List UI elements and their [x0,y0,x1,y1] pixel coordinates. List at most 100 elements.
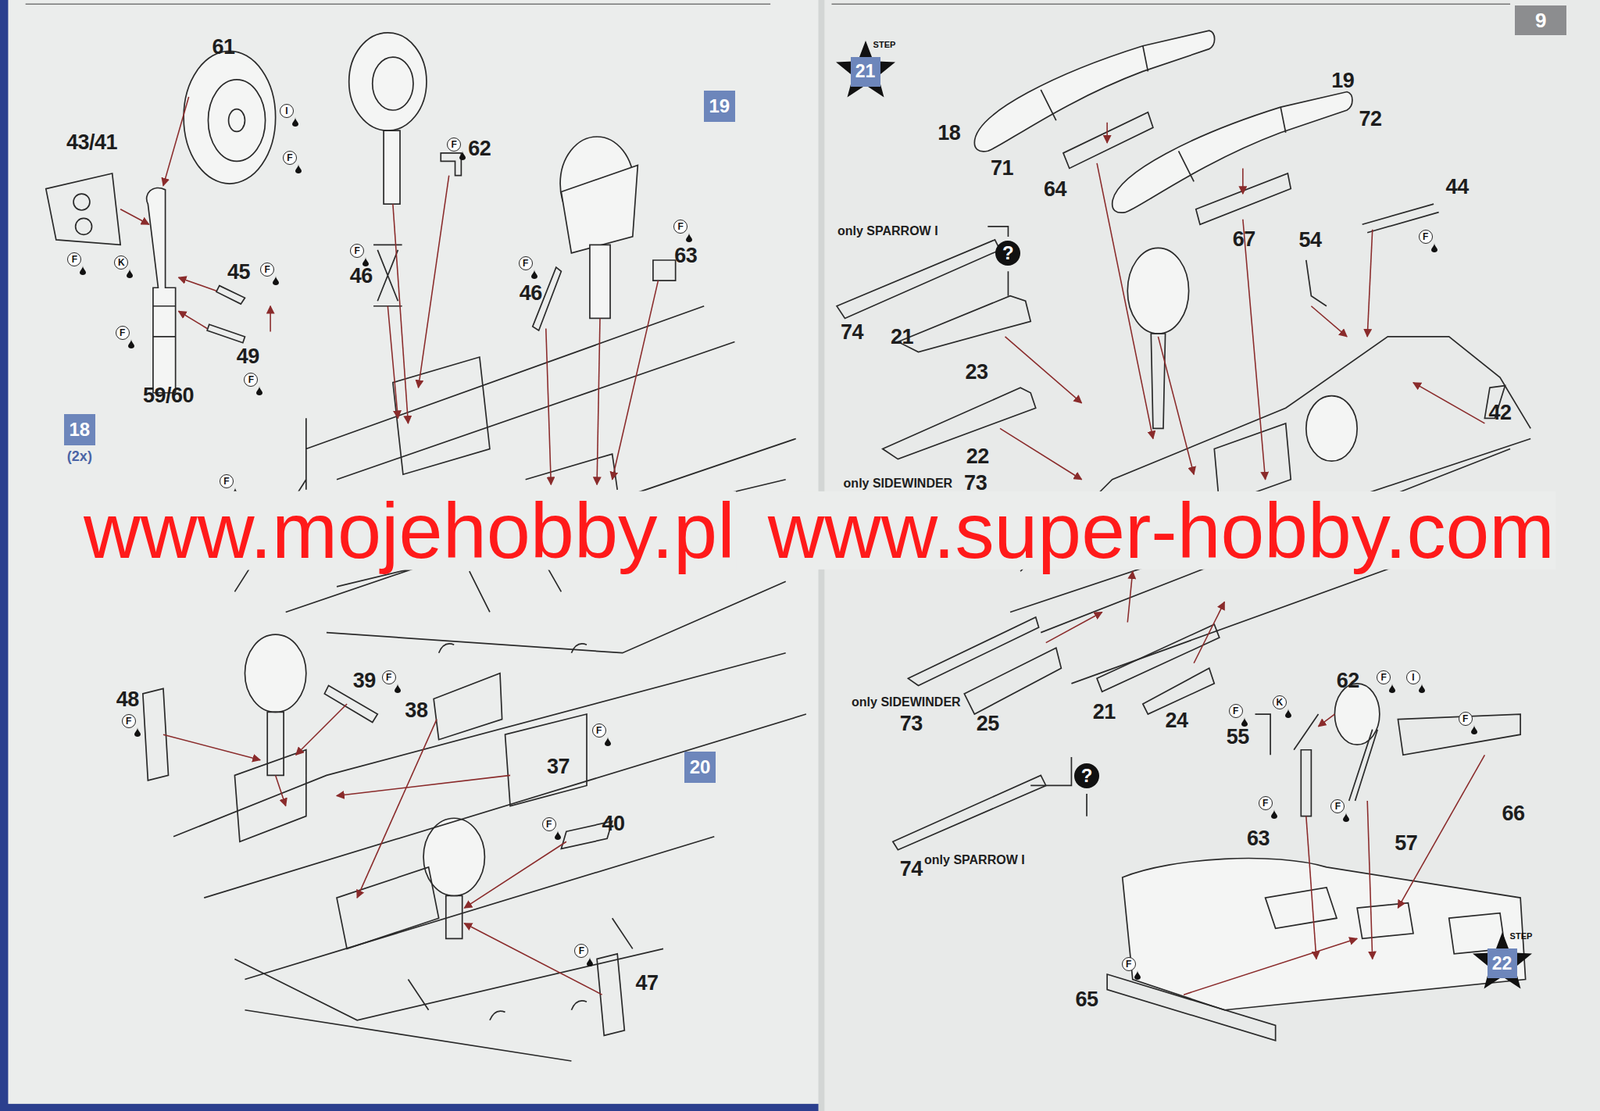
paint-drip [1471,725,1478,735]
paint-callout: F [1376,670,1391,685]
illustration-shape [596,317,600,485]
illustration-shape [1063,112,1154,169]
paint-drip [1342,812,1350,822]
version-note: only SIDEWINDER [843,476,954,491]
illustration-shape [1397,754,1485,908]
part-number: 23 [964,360,988,385]
illustration-shape [234,948,664,1061]
paint-drip [128,339,135,349]
illustration-shape [336,867,440,949]
illustration-shape [1122,858,1526,1011]
paint-drip [1431,242,1438,253]
paint-code: K [1276,697,1284,708]
version-note: only SIDEWINDER [851,695,961,710]
paint-callout: I [1406,670,1421,685]
paint-callout: K [114,255,129,270]
illustration-shape [1178,107,1286,182]
illustration-shape [1367,800,1373,959]
illustration-shape [505,714,587,807]
illustration-shape [1265,887,1506,954]
paint-drip [1271,809,1278,819]
paint-drip [126,268,133,279]
part-number: 57 [1394,832,1418,856]
part-number: 54 [1299,228,1322,253]
paint-drip [295,164,302,174]
part-number: 24 [1164,710,1188,734]
paint-code: I [1411,672,1415,683]
step-number: 20 [689,756,711,779]
step-badge: 20 [684,751,716,783]
illustration-shape [207,324,245,343]
paint-code: F [578,946,585,956]
illustration-shape [1157,336,1194,475]
paint-code: F [125,716,132,726]
illustration-shape [440,153,461,176]
paint-callout: F [542,817,557,832]
paint-drip [394,683,401,693]
illustration-shape [525,453,618,490]
part-number: 61 [212,36,236,61]
part-number: 55 [1226,725,1250,750]
part-number: 45 [227,260,250,285]
step-star-badge: 21 STEP [834,38,897,101]
paint-drip [272,275,279,286]
illustration-shape [907,617,1039,686]
illustration-shape [326,581,786,653]
illustration-shape [173,653,807,980]
paint-code: F [1125,959,1132,969]
paint-drip [256,385,263,396]
step-square: 21 [850,57,881,87]
illustration-shape [897,296,1031,353]
paint-callout: F [121,714,136,729]
step-word: STEP [873,39,897,50]
illustration-shape [418,175,450,389]
illustration-shape [1096,163,1154,440]
paint-drip [586,957,593,967]
part-number: 74 [900,857,923,882]
illustration-shape [216,285,246,305]
illustration-shape [1183,938,1358,995]
illustration-shape [433,673,503,740]
paint-code: F [1335,801,1341,811]
illustration-shape [1096,624,1220,692]
part-number: 71 [990,157,1014,181]
step-number: 18 [69,418,91,441]
illustration-shape [1046,611,1103,643]
illustration-shape [207,79,265,161]
version-note: only SPARROW I [837,225,939,240]
paint-code: F [385,672,392,683]
paint-code: F [264,264,271,275]
paint-code: F [223,476,229,486]
paint-drip [459,150,466,161]
star-shape [835,40,896,97]
illustration-shape [560,165,638,254]
paint-drip [1271,809,1278,819]
illustration-shape [407,917,633,1021]
paint-drip [1285,708,1292,718]
part-number: 66 [1501,802,1525,826]
paint-drip [126,268,133,279]
illustration-shape [372,57,414,111]
illustration-shape [836,239,1000,319]
part-number: 42 [1488,401,1511,425]
part-number: 67 [1232,228,1256,252]
watermark: www.super-hobby.com [766,491,1557,570]
paint-code: F [451,139,458,150]
part-number: 47 [635,971,659,996]
paint-callout: F [1258,796,1273,811]
paint-drip [1389,683,1396,693]
version-note: only SPARROW I [924,853,1025,868]
paint-code: F [248,375,254,385]
paint-callout: F [1330,799,1345,814]
part-number: 37 [546,755,570,779]
illustration-shape [1005,336,1083,404]
paint-code: F [546,819,552,829]
illustration-shape [831,3,1511,5]
illustration-shape [1362,203,1440,233]
paint-code: F [522,258,529,268]
part-number: 43/41 [66,131,118,155]
illustration-shape [1040,46,1148,121]
paint-drip [134,727,141,737]
part-number: 39 [353,670,376,694]
illustration-shape [7,0,821,1104]
